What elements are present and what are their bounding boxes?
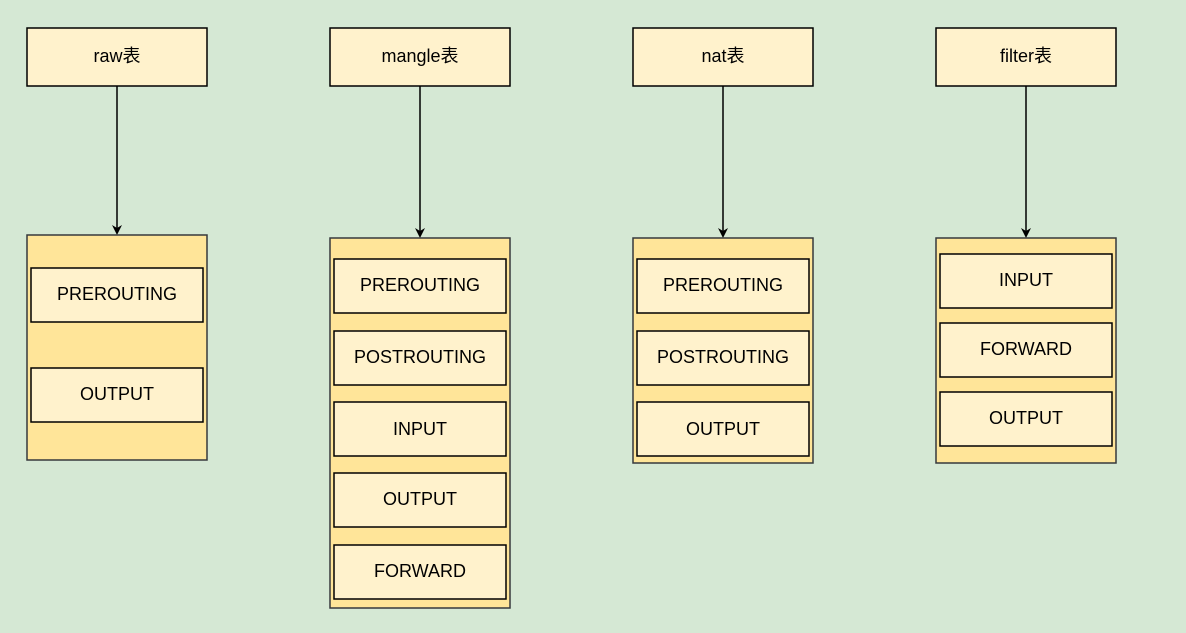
chain-box-mangle-output[interactable] bbox=[333, 472, 507, 528]
chain-box-filter-input[interactable] bbox=[939, 253, 1113, 309]
chain-label-nat-postrouting: POSTROUTING bbox=[657, 347, 789, 367]
table-label-filter: filter表 bbox=[1000, 46, 1052, 66]
table-group-raw: raw表 PREROUTING OUTPUT bbox=[26, 27, 208, 461]
chain-label-filter-output: OUTPUT bbox=[989, 408, 1063, 428]
table-label-raw: raw表 bbox=[93, 46, 140, 66]
chain-box-mangle-postrouting[interactable] bbox=[333, 330, 507, 386]
table-box-mangle[interactable] bbox=[329, 27, 511, 87]
chain-box-raw-prerouting[interactable] bbox=[30, 267, 204, 323]
chain-label-mangle-postrouting: POSTROUTING bbox=[354, 347, 486, 367]
table-group-mangle: mangle表 PREROUTING POSTROUTING INPUT OUT… bbox=[329, 27, 511, 609]
chain-box-mangle-prerouting[interactable] bbox=[333, 258, 507, 314]
chain-label-filter-input: INPUT bbox=[999, 270, 1053, 290]
chain-label-mangle-forward: FORWARD bbox=[374, 561, 466, 581]
chain-box-nat-output[interactable] bbox=[636, 401, 810, 457]
chain-label-nat-prerouting: PREROUTING bbox=[663, 275, 783, 295]
chain-label-mangle-input: INPUT bbox=[393, 419, 447, 439]
chain-box-nat-prerouting[interactable] bbox=[636, 258, 810, 314]
chain-box-nat-postrouting[interactable] bbox=[636, 330, 810, 386]
table-box-filter[interactable] bbox=[935, 27, 1117, 87]
chain-box-filter-forward[interactable] bbox=[939, 322, 1113, 378]
table-box-nat[interactable] bbox=[632, 27, 814, 87]
chain-box-filter-output[interactable] bbox=[939, 391, 1113, 447]
chain-box-mangle-forward[interactable] bbox=[333, 544, 507, 600]
table-label-mangle: mangle表 bbox=[381, 46, 458, 66]
chain-box-mangle-input[interactable] bbox=[333, 401, 507, 457]
chain-label-mangle-output: OUTPUT bbox=[383, 489, 457, 509]
chain-label-raw-prerouting: PREROUTING bbox=[57, 284, 177, 304]
table-label-nat: nat表 bbox=[701, 46, 744, 66]
table-group-filter: filter表 INPUT FORWARD OUTPUT bbox=[935, 27, 1117, 464]
chain-label-raw-output: OUTPUT bbox=[80, 384, 154, 404]
table-box-raw[interactable] bbox=[26, 27, 208, 87]
chain-box-raw-output[interactable] bbox=[30, 367, 204, 423]
table-group-nat: nat表 PREROUTING POSTROUTING OUTPUT bbox=[632, 27, 814, 464]
chain-label-nat-output: OUTPUT bbox=[686, 419, 760, 439]
chain-label-filter-forward: FORWARD bbox=[980, 339, 1072, 359]
chain-label-mangle-prerouting: PREROUTING bbox=[360, 275, 480, 295]
